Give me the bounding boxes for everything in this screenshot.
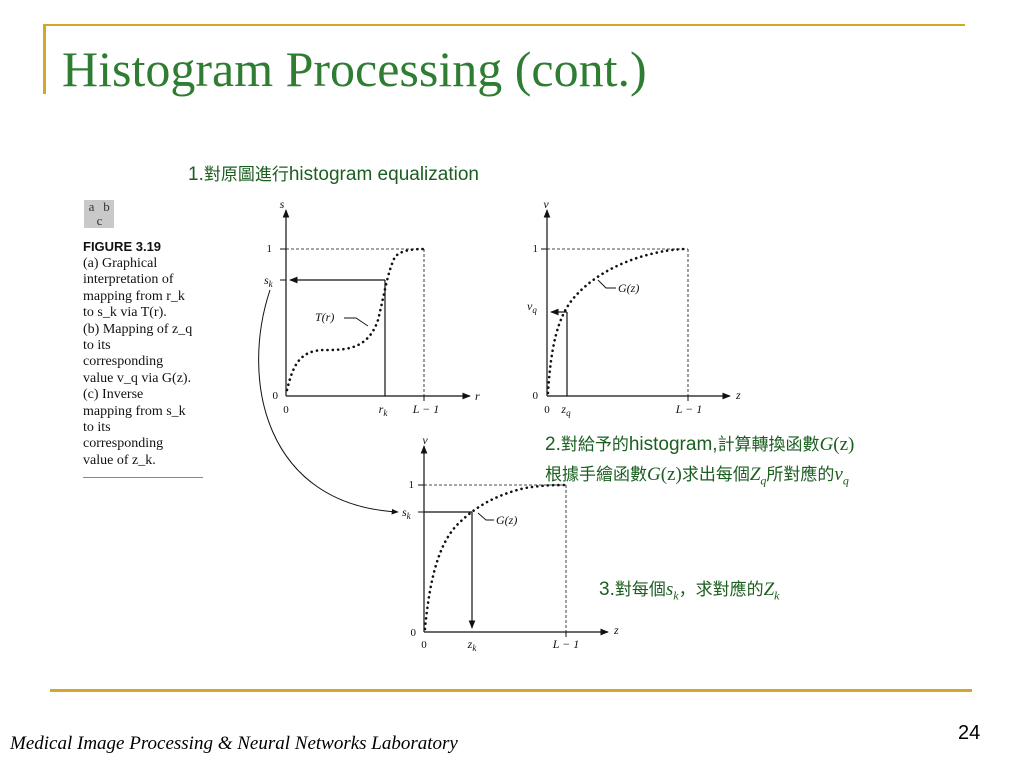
panel-b-vq-label: vq [527,299,537,315]
panel-c-curve-g [423,483,568,631]
panel-b-y-axis-label: v [543,197,549,211]
panel-c-y-zero-tick: 0 [411,627,417,639]
panel-c-y-one-tick: 1 [409,479,415,491]
step1-note: 1.對原圖進行histogram equalization [188,164,479,185]
sk-transfer-arrow [258,289,399,515]
panel-a-curve-t [285,247,426,392]
top-accent-rule [43,24,965,26]
panel-b-x-zero-tick: 0 [544,404,550,416]
footer-lab-name: Medical Image Processing & Neural Networ… [10,733,458,754]
panel-a-y-zero-tick: 0 [273,390,279,402]
panel-c-zk-label: zk [467,637,478,653]
panel-b-x-end-label: L − 1 [675,402,703,416]
panel-a-curve-label: T(r) [315,310,334,324]
page-number: 24 [958,722,981,744]
figure-caption-title: FIGURE 3.19 [83,239,162,254]
panel-a-x-axis-label: r [475,389,480,403]
panel-a-rk-label: rk [379,402,389,418]
panel-c-x-end-label: L − 1 [552,637,580,651]
panel-a-y-axis-label: s [280,197,285,211]
panel-b-zq-label: zq [560,402,571,418]
panel-b-label-leader [597,279,616,289]
panel-b-curve-g [546,247,690,395]
panel-a-x-end-label: L − 1 [412,402,440,416]
panel-c-label-leader [477,512,494,521]
panel-a-y-one-tick: 1 [267,243,273,255]
panel-b-y-zero-tick: 0 [533,390,539,402]
panel-b: v z 1 0 0 vq zq L − 1 G(z) [527,197,741,418]
figure-caption-body: (a) Graphical interpretation of mapping … [83,256,193,468]
step2-note-line2: 根據手繪函數G(z)求出每個Zq所對應的vq [545,464,849,488]
panel-c-y-axis-label: v [422,433,428,447]
footer-accent-rule [50,689,972,692]
panel-c-sk-label: sk [402,505,412,521]
step3-note: 3.對每個sk，求對應的Zk [599,579,780,603]
left-accent-bar [43,24,46,94]
panel-b-curve-label: G(z) [618,281,639,295]
panel-b-y-one-tick: 1 [533,243,539,255]
caption-divider [83,477,203,478]
panel-a: s r 1 0 0 sk rk L − 1 T(r) [264,197,480,418]
panel-b-x-axis-label: z [735,388,741,402]
panel-a-label-leader [344,317,369,327]
panel-c-curve-label: G(z) [496,513,517,527]
step2-note-line1: 2.對給予的histogram,計算轉換函數G(z) [545,434,855,455]
slide-title: Histogram Processing (cont.) [62,41,647,97]
panel-c-x-axis-label: z [613,623,619,637]
panel-a-x-zero-tick: 0 [283,404,289,416]
panel-a-sk-label: sk [264,273,274,289]
panel-c: v z 1 0 0 sk zk L − 1 G(z) [402,433,619,653]
panel-c-x-zero-tick: 0 [421,639,427,651]
